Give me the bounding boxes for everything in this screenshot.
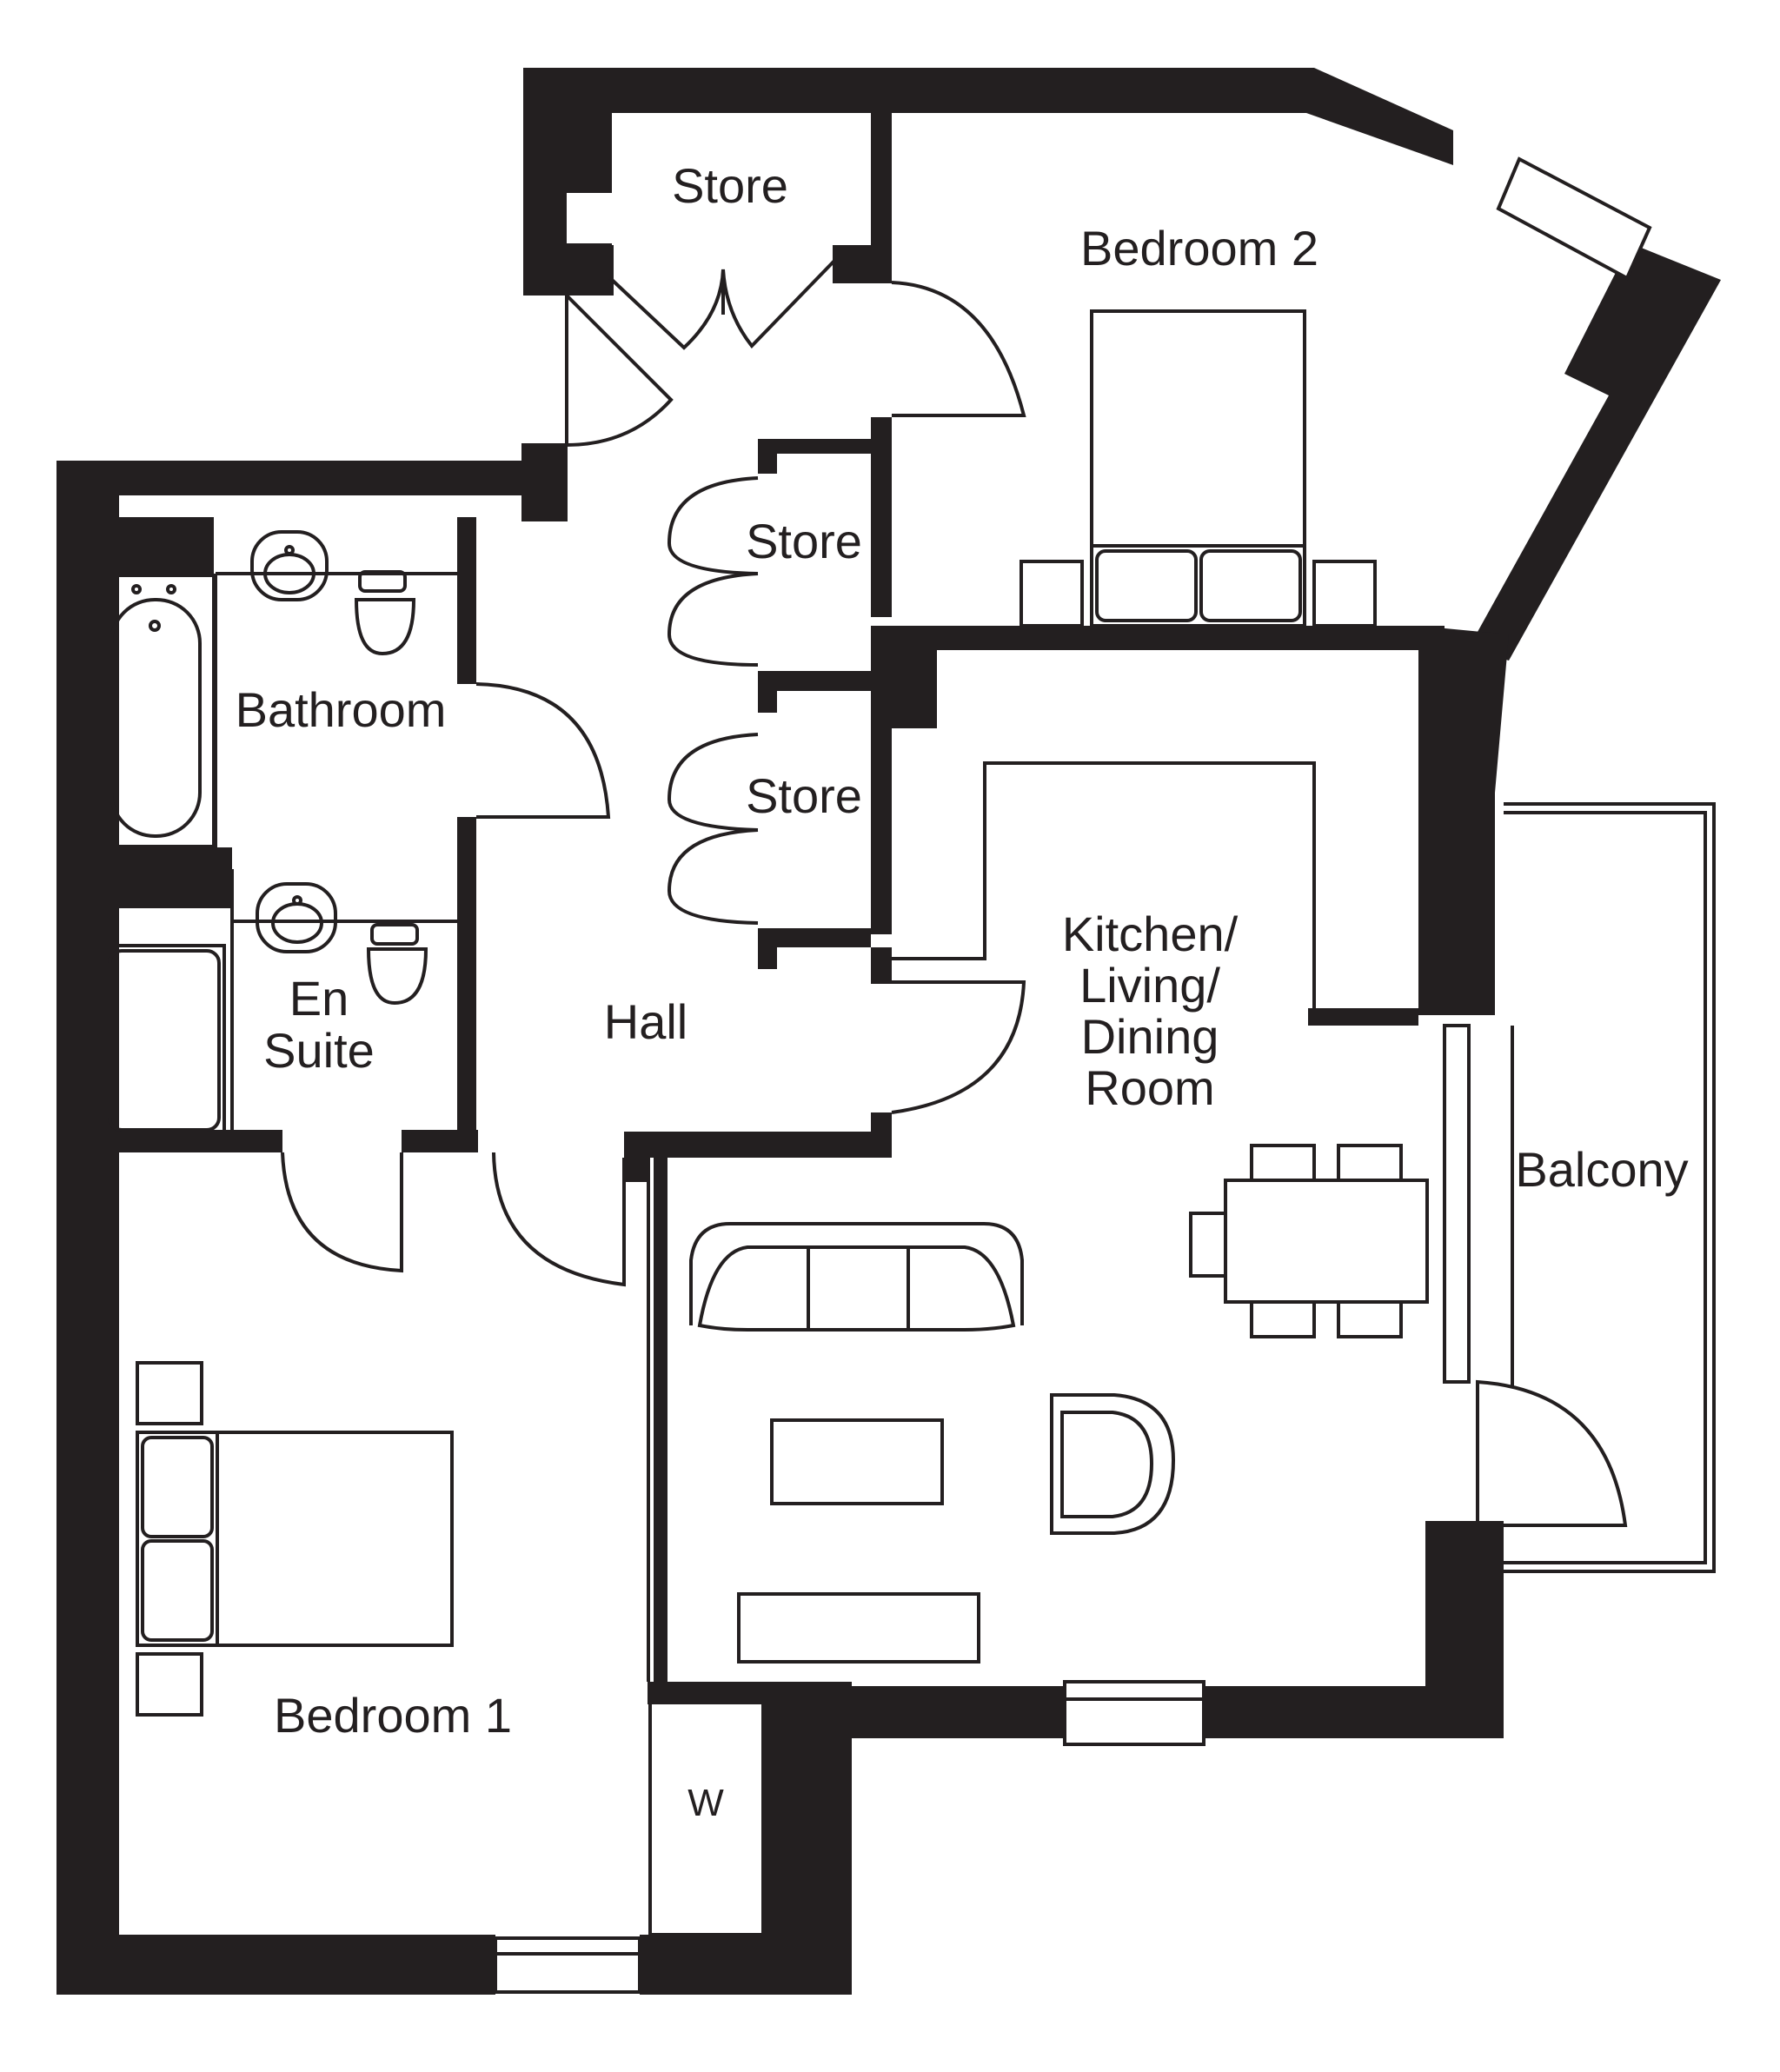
label-en-suite-1: En	[289, 971, 349, 1026]
label-hall: Hall	[604, 994, 687, 1049]
windows	[494, 156, 1652, 1994]
label-kitchen-3: Dining	[1081, 1009, 1219, 1064]
label-store-low: Store	[746, 768, 862, 823]
bathroom-fixtures	[103, 530, 416, 848]
bedroom1-furniture	[136, 1361, 454, 1717]
label-bedroom-2: Bedroom 2	[1080, 221, 1318, 276]
label-kitchen-1: Kitchen/	[1062, 906, 1239, 961]
doors	[281, 259, 1628, 1527]
balcony-outline	[1504, 802, 1716, 1573]
ensuite-fixtures	[103, 882, 428, 1137]
label-store-top: Store	[672, 158, 788, 213]
bedroom2-furniture	[1020, 309, 1377, 628]
label-en-suite-2: Suite	[263, 1023, 375, 1078]
living-furniture	[689, 1144, 1429, 1664]
kitchen-counter	[892, 761, 1316, 1017]
label-kitchen-2: Living/	[1079, 958, 1220, 1013]
walls	[56, 68, 1721, 1995]
label-bathroom: Bathroom	[236, 682, 447, 737]
label-wardrobe: W	[687, 1782, 724, 1824]
label-store-mid: Store	[746, 514, 862, 568]
label-bedroom-1: Bedroom 1	[274, 1688, 512, 1743]
room-labels: Store Bedroom 2 Store Store Bathroom En …	[236, 158, 1689, 1824]
label-balcony: Balcony	[1515, 1142, 1688, 1197]
label-kitchen-4: Room	[1085, 1060, 1214, 1115]
